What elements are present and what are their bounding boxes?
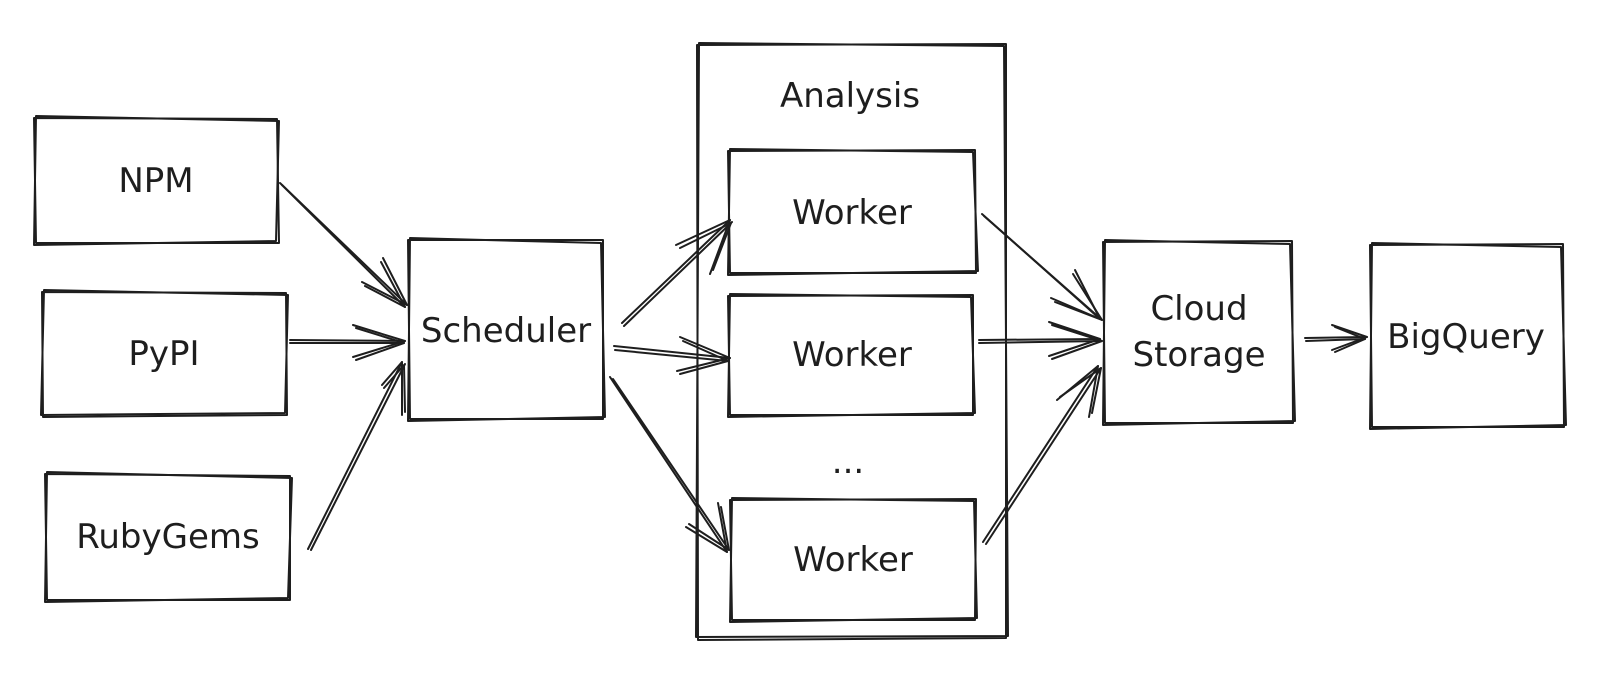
- rubygems-label: RubyGems: [76, 517, 259, 557]
- pypi-label: PyPI: [128, 334, 199, 374]
- arrow-worker-3-to-cloud-storage: [982, 365, 1102, 545]
- arrow-scheduler-to-worker-1: [621, 219, 733, 327]
- cloud-storage-label-line2: Storage: [1132, 335, 1265, 375]
- arrow-pypi-to-scheduler: [289, 324, 406, 361]
- scheduler-box: Scheduler: [407, 237, 606, 422]
- arrow-scheduler-to-worker-3: [609, 376, 730, 553]
- arrow-worker-2-to-cloud-storage: [978, 321, 1103, 360]
- worker-label-1: Worker: [792, 193, 912, 233]
- arrow-worker-1-to-cloud-storage: [981, 213, 1103, 321]
- npm-box: NPM: [33, 115, 280, 246]
- arrow-cloud-storage-to-bigquery: [1304, 324, 1368, 353]
- cloud-storage-label-line1: Cloud: [1150, 289, 1247, 329]
- worker-box-1: Worker: [727, 148, 979, 276]
- rubygems-box: RubyGems: [44, 471, 293, 603]
- arrow-npm-to-scheduler: [279, 182, 408, 308]
- npm-label: NPM: [118, 161, 193, 201]
- analysis-label: Analysis: [780, 76, 920, 116]
- arrow-scheduler-to-worker-2: [613, 336, 731, 375]
- cloud-storage-box: Cloud Storage: [1102, 239, 1296, 426]
- ellipsis-label: ...: [832, 442, 864, 482]
- arrow-rubygems-to-scheduler: [307, 361, 406, 551]
- worker-box-2: Worker: [727, 293, 976, 418]
- analysis-container: Analysis: [695, 42, 1009, 641]
- worker-box-3: Worker: [729, 497, 978, 623]
- bigquery-box: BigQuery: [1369, 242, 1567, 430]
- scheduler-label: Scheduler: [421, 311, 591, 351]
- worker-label-3: Worker: [793, 540, 913, 580]
- worker-label-2: Worker: [792, 335, 912, 375]
- pypi-box: PyPI: [40, 289, 289, 418]
- bigquery-label: BigQuery: [1387, 317, 1545, 357]
